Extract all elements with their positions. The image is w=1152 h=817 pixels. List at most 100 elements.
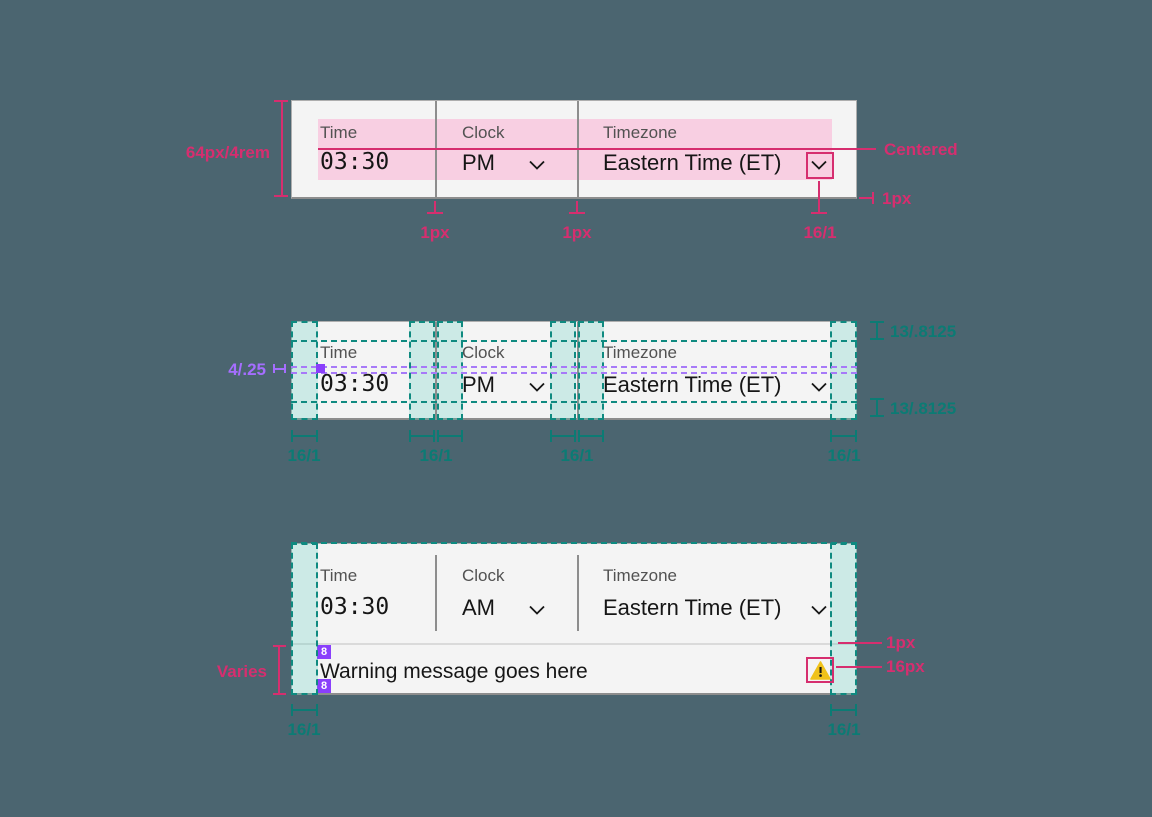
annotation-spacing-left: 16/1 xyxy=(287,720,321,739)
dimension-marker xyxy=(811,212,827,214)
dimension-marker xyxy=(291,709,318,711)
dimension-marker xyxy=(870,398,884,400)
dimension-marker xyxy=(275,368,284,370)
dimension-marker xyxy=(273,645,286,647)
gap-guide-line xyxy=(291,372,857,374)
dimension-marker xyxy=(855,704,857,716)
time-value[interactable]: 03:30 xyxy=(320,594,390,620)
timezone-label: Timezone xyxy=(603,343,678,362)
gap-guide-line xyxy=(291,366,857,368)
chevron-down-icon[interactable] xyxy=(528,380,546,392)
time-picker-example-warning: Time 03:30 Clock AM Timezone Eastern Tim… xyxy=(291,543,857,695)
warning-message: Warning message goes here xyxy=(320,660,588,683)
chevron-down-icon[interactable] xyxy=(528,603,546,615)
annotation-divider2-width: 1px xyxy=(562,223,592,242)
annotation-varies: Varies xyxy=(216,662,267,681)
time-label: Time xyxy=(320,566,358,585)
clock-value[interactable]: AM xyxy=(462,595,495,620)
teal-spacing-column xyxy=(291,543,318,695)
dimension-marker xyxy=(876,398,878,417)
teal-spacing-column xyxy=(550,321,576,420)
dimension-marker xyxy=(870,338,884,340)
annotation-type-top: 13/.8125 xyxy=(890,322,957,341)
gap-anchor-square xyxy=(316,364,325,373)
annotation-spacing-divider2: 16/1 xyxy=(560,446,594,465)
chevron-down-icon[interactable] xyxy=(810,158,828,170)
dimension-marker xyxy=(872,192,874,204)
type-guide-line xyxy=(291,401,857,403)
warning-separator xyxy=(292,643,856,645)
dimension-marker xyxy=(273,693,286,695)
dimension-marker xyxy=(273,364,275,373)
annotation-spacing-left: 16/1 xyxy=(287,446,321,465)
dimension-marker xyxy=(818,181,820,212)
annotation-divider1-width: 1px xyxy=(420,223,450,242)
dimension-marker xyxy=(870,415,884,417)
time-value[interactable]: 03:30 xyxy=(320,371,390,397)
chevron-down-icon[interactable] xyxy=(528,158,546,170)
spacing-token-8: 8 xyxy=(317,679,331,693)
clock-label: Clock xyxy=(462,343,505,362)
annotation-chevron-inset: 16/1 xyxy=(803,223,837,242)
warning-icon xyxy=(810,661,831,685)
dimension-marker xyxy=(316,430,318,442)
dimension-marker xyxy=(855,430,857,442)
chevron-down-icon[interactable] xyxy=(810,380,828,392)
clock-value[interactable]: PM xyxy=(462,372,495,397)
dimension-marker xyxy=(409,435,435,437)
spacing-token-8: 8 xyxy=(317,645,331,659)
dimension-marker xyxy=(278,645,280,695)
column-divider xyxy=(577,555,579,631)
annotation-spacing-divider1: 16/1 xyxy=(419,446,453,465)
time-value[interactable]: 03:30 xyxy=(320,149,390,175)
dimension-marker xyxy=(550,435,576,437)
dimension-marker xyxy=(434,201,436,213)
timezone-value[interactable]: Eastern Time (ET) xyxy=(603,150,782,175)
dimension-marker xyxy=(281,100,283,197)
dimension-marker xyxy=(461,430,463,442)
timezone-label: Timezone xyxy=(603,566,678,585)
dimension-marker xyxy=(574,430,576,442)
centerline xyxy=(318,148,876,150)
teal-spacing-column xyxy=(578,321,604,420)
dimension-marker xyxy=(836,666,882,668)
annotation-bottom-border: 1px xyxy=(882,189,912,208)
annotation-label-gap: 4/.25 xyxy=(228,360,266,379)
dimension-marker xyxy=(569,212,585,214)
dimension-marker xyxy=(433,430,435,442)
dimension-marker xyxy=(838,642,882,644)
dimension-marker xyxy=(437,435,463,437)
dimension-marker xyxy=(859,197,873,199)
dimension-marker xyxy=(876,321,878,340)
column-divider xyxy=(435,555,437,631)
dimension-marker xyxy=(274,195,288,197)
clock-label: Clock xyxy=(462,566,505,585)
annotation-height: 64px/4rem xyxy=(185,143,270,162)
annotation-type-bottom: 13/.8125 xyxy=(890,399,957,418)
dimension-marker xyxy=(576,201,578,213)
timezone-value[interactable]: Eastern Time (ET) xyxy=(603,595,782,620)
type-guide-line xyxy=(291,542,857,544)
teal-spacing-column xyxy=(409,321,435,420)
annotation-centered: Centered xyxy=(884,140,958,159)
time-label: Time xyxy=(320,343,358,362)
annotation-spacing-right: 16/1 xyxy=(827,720,861,739)
chevron-down-icon[interactable] xyxy=(810,603,828,615)
chevron-highlight-box xyxy=(806,152,834,179)
warning-icon-highlight-box xyxy=(806,657,834,683)
dimension-marker xyxy=(830,709,857,711)
teal-spacing-column xyxy=(830,321,857,420)
dimension-marker xyxy=(427,212,443,214)
column-divider xyxy=(435,322,437,418)
teal-spacing-column xyxy=(830,543,857,695)
teal-spacing-column xyxy=(291,321,318,420)
dimension-marker xyxy=(291,435,318,437)
annotation-icon-size: 16px xyxy=(886,657,925,676)
time-label: Time xyxy=(320,123,358,142)
clock-value[interactable]: PM xyxy=(462,150,495,175)
dimension-marker xyxy=(830,435,857,437)
dimension-marker xyxy=(274,100,288,102)
dimension-marker xyxy=(870,321,884,323)
timezone-value[interactable]: Eastern Time (ET) xyxy=(603,372,782,397)
